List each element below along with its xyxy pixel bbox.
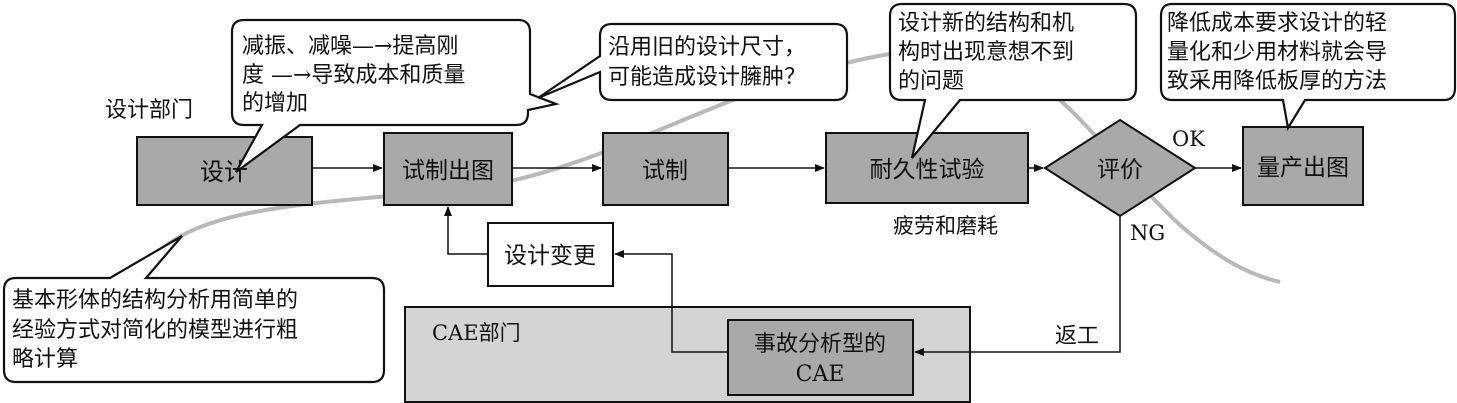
- cae-department-label: CAE部门: [432, 321, 521, 345]
- svg-text:设计变更: 设计变更: [504, 243, 596, 269]
- callout-simple-analysis: 基本形体的结构分析用简单的 经验方式对简化的模型进行粗 略计算: [2, 235, 386, 384]
- svg-text:度 —→导致成本和质量: 度 —→导致成本和质量: [242, 63, 465, 88]
- durability-test-box: 耐久性试验: [825, 132, 1029, 204]
- svg-text:事故分析型的: 事故分析型的: [754, 332, 886, 357]
- trial-drawing-box: 试制出图: [383, 132, 513, 206]
- callout-new-structure: 设计新的结构和机 构时出现意想不到 的问题: [888, 2, 1138, 159]
- design-department-label: 设计部门: [105, 98, 193, 123]
- ng-label: NG: [1130, 221, 1165, 245]
- svg-text:构时出现意想不到: 构时出现意想不到: [898, 40, 1074, 65]
- svg-text:评价: 评价: [1097, 157, 1143, 183]
- svg-text:的增加: 的增加: [242, 91, 308, 116]
- svg-text:可能造成设计臃肿？: 可能造成设计臃肿？: [608, 65, 806, 90]
- svg-text:设计新的结构和机: 设计新的结构和机: [898, 11, 1074, 36]
- svg-text:耐久性试验: 耐久性试验: [870, 157, 985, 183]
- svg-text:的问题: 的问题: [898, 69, 964, 94]
- svg-text:CAE: CAE: [796, 362, 845, 387]
- svg-text:降低成本要求设计的轻: 降低成本要求设计的轻: [1167, 11, 1387, 36]
- arrow-cae-to-design-change: [614, 250, 728, 353]
- evaluation-diamond: 评价: [1043, 118, 1197, 218]
- svg-text:略计算: 略计算: [12, 347, 78, 372]
- ok-label: OK: [1172, 127, 1205, 151]
- svg-text:试制: 试制: [642, 158, 688, 184]
- callout-old-dimensions: 沿用旧的设计尺寸， 可能造成设计臃肿？: [537, 22, 849, 102]
- accident-cae-box: 事故分析型的 CAE: [727, 319, 914, 396]
- fatigue-label: 疲劳和磨耗: [893, 214, 998, 238]
- arrow-ng-return-to-cae: [914, 216, 1121, 356]
- svg-text:试制出图: 试制出图: [402, 158, 494, 184]
- design-change-box: 设计变更: [487, 222, 614, 287]
- arrow-design-change-to-trial-drawing: [444, 206, 488, 255]
- svg-text:量产出图: 量产出图: [1257, 155, 1349, 181]
- trial-box: 试制: [602, 132, 729, 206]
- design-box: 设计: [136, 136, 313, 206]
- svg-text:经验方式对简化的模型进行粗: 经验方式对简化的模型进行粗: [12, 318, 298, 343]
- return-label: 返工: [1055, 324, 1099, 349]
- svg-text:致采用降低板厚的方法: 致采用降低板厚的方法: [1167, 69, 1387, 94]
- production-drawing-box: 量产出图: [1242, 126, 1364, 206]
- callout-cost-reduction: 降低成本要求设计的轻 量化和少用材料就会导 致采用降低板厚的方法: [1159, 2, 1457, 132]
- callout-vibration: 减振、减噪—→提高刚 度 —→导致成本和质量 的增加: [230, 18, 560, 173]
- svg-text:基本形体的结构分析用简单的: 基本形体的结构分析用简单的: [12, 288, 298, 313]
- svg-text:减振、减噪—→提高刚: 减振、减噪—→提高刚: [242, 34, 458, 59]
- svg-text:量化和少用材料就会导: 量化和少用材料就会导: [1167, 40, 1387, 65]
- svg-text:沿用旧的设计尺寸，: 沿用旧的设计尺寸，: [608, 35, 806, 60]
